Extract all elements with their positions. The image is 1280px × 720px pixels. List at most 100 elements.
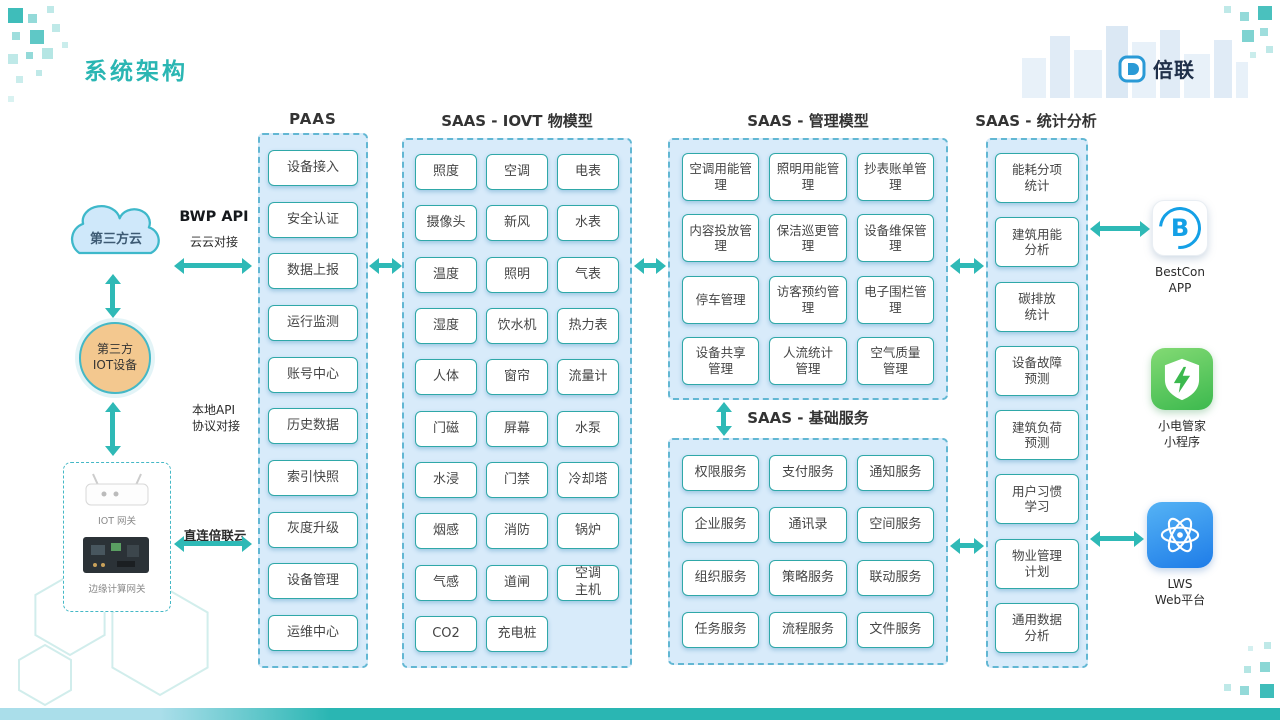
base-module-box: 联动服务 — [856, 559, 934, 596]
bestcon-app-icon: B — [1150, 198, 1210, 258]
lws-web-platform: LWS Web平台 — [1136, 502, 1224, 608]
mgmt-column-title: SAAS - 管理模型 — [747, 112, 869, 130]
paas-module-box: 索引快照 — [268, 459, 358, 496]
arrow-base-stats — [950, 537, 984, 554]
iovt-module-box: 流量计 — [557, 359, 619, 396]
mgmt-panel: 空调用能管 理照明用能管 理抄表账单管 理内容投放管 理保洁巡更管 理设备维保管… — [668, 138, 948, 400]
iovt-module-box: 水泵 — [557, 410, 619, 447]
iovt-module-box: 气感 — [415, 564, 477, 601]
base-module-box: 任务服务 — [682, 611, 760, 648]
arrow-cloud-paas — [174, 257, 252, 274]
iovt-module-box: 湿度 — [415, 307, 477, 344]
base-column-title: SAAS - 基础服务 — [747, 409, 869, 427]
stats-module-box: 物业管理 计划 — [995, 538, 1079, 589]
iovt-module-box: 水浸 — [415, 461, 477, 498]
stats-module-box: 设备故障 预测 — [995, 345, 1079, 396]
iovt-module-box: 照度 — [415, 154, 477, 190]
iovt-module-box: 充电桩 — [486, 615, 548, 652]
paas-column-title: PAAS — [289, 110, 337, 128]
iovt-module-box: 屏幕 — [486, 410, 548, 447]
base-module-box: 组织服务 — [682, 559, 760, 596]
iovt-module-box: 电表 — [557, 154, 619, 190]
iovt-panel: 照度空调电表摄像头新风水表温度照明气表湿度饮水机热力表人体窗帘流量计门磁屏幕水泵… — [402, 138, 632, 668]
direct-connect-label: 直连倍联云 — [183, 528, 247, 543]
iovt-module-box: 气表 — [557, 256, 619, 293]
third-party-iot-device: 第三方 IOT设备 — [79, 322, 151, 394]
stats-module-box: 通用数据 分析 — [995, 602, 1079, 653]
base-module-box: 空间服务 — [856, 507, 934, 544]
brand-logo: 倍联 — [1118, 54, 1195, 83]
iovt-module-box: 空调 主机 — [557, 564, 619, 601]
paas-module-box: 数据上报 — [268, 253, 358, 290]
mgmt-module-box: 设备共享 管理 — [682, 336, 760, 385]
paas-module-box: 安全认证 — [268, 201, 358, 238]
edge-gateway-label: 边缘计算网关 — [88, 584, 146, 595]
paas-module-box: 设备管理 — [268, 563, 358, 600]
iovt-module-box: 温度 — [415, 256, 477, 293]
page-title: 系统架构 — [84, 59, 188, 85]
cloud-label: 第三方云 — [89, 232, 142, 247]
iovt-module-box: 烟感 — [415, 513, 477, 550]
mgmt-module-box: 电子围栏管 理 — [856, 275, 934, 324]
arrow-paas-iovt — [369, 257, 402, 274]
local-api-label: 本地API 协议对接 — [192, 403, 241, 434]
iovt-module-box: CO2 — [415, 615, 477, 652]
arrow-mgmt-stats — [950, 257, 984, 274]
iovt-module-box: 窗帘 — [486, 359, 548, 396]
base-module-box: 企业服务 — [682, 507, 760, 544]
paas-module-box: 账号中心 — [268, 356, 358, 393]
arrow-stats-bestcon — [1090, 220, 1150, 237]
stats-module-box: 建筑用能 分析 — [995, 217, 1079, 268]
bestcon-letter: B — [1170, 214, 1190, 242]
iovt-module-box: 锅炉 — [557, 513, 619, 550]
brand-name: 倍联 — [1153, 58, 1195, 82]
iovt-column-title: SAAS - IOVT 物模型 — [441, 112, 593, 130]
iovt-module-box: 道闸 — [486, 564, 548, 601]
arrow-iovt-mgmt — [634, 257, 666, 274]
arrow-stats-lws — [1090, 530, 1144, 547]
xiaodian-mini-program: 小电管家 小程序 — [1140, 348, 1224, 450]
bottom-accent-bar — [0, 708, 1280, 720]
base-module-box: 通知服务 — [856, 455, 934, 491]
third-party-cloud: 第三方云 — [60, 200, 172, 264]
pixel-decor-bottom-right — [1224, 642, 1274, 698]
arrow-gateway-paas — [174, 535, 252, 552]
base-module-box: 支付服务 — [769, 455, 847, 491]
lws-atom-icon — [1147, 502, 1213, 568]
paas-module-box: 历史数据 — [268, 408, 358, 445]
mgmt-module-box: 保洁巡更管 理 — [769, 214, 847, 263]
xiaodian-shield-icon — [1151, 348, 1213, 410]
stats-module-box: 用户习惯 学习 — [995, 474, 1079, 525]
iovt-module-box: 门禁 — [486, 461, 548, 498]
mgmt-module-box: 空调用能管 理 — [682, 153, 760, 201]
iovt-module-box: 人体 — [415, 359, 477, 396]
gateway-box: IOT 网关 边缘计算网关 — [63, 462, 171, 612]
arrow-device-gateway — [104, 402, 121, 456]
iovt-module-box: 饮水机 — [486, 307, 548, 344]
iot-gateway-label: IOT 网关 — [97, 516, 137, 527]
beilian-logo-icon — [1118, 55, 1146, 83]
base-panel: 权限服务支付服务通知服务企业服务通讯录空间服务组织服务策略服务联动服务任务服务流… — [668, 438, 948, 665]
stats-module-box: 碳排放 统计 — [995, 281, 1079, 332]
stats-module-box: 建筑负荷 预测 — [995, 410, 1079, 461]
iovt-module-box: 照明 — [486, 256, 548, 293]
paas-panel: 设备接入安全认证数据上报运行监测账号中心历史数据索引快照灰度升级设备管理运维中心 — [258, 133, 368, 668]
pixel-decor-top-right — [1224, 6, 1273, 58]
mgmt-module-box: 设备维保管 理 — [856, 214, 934, 263]
mgmt-module-box: 抄表账单管 理 — [856, 153, 934, 201]
paas-module-box: 运维中心 — [268, 614, 358, 651]
base-module-box: 文件服务 — [856, 611, 934, 648]
mgmt-module-box: 停车管理 — [682, 275, 760, 324]
arrow-mgmt-base — [715, 402, 732, 436]
stats-column-title: SAAS - 统计分析 — [975, 112, 1097, 130]
paas-module-box: 设备接入 — [268, 150, 358, 186]
edge-gateway-image — [81, 533, 151, 581]
paas-module-box: 运行监测 — [268, 304, 358, 341]
base-module-box: 流程服务 — [769, 611, 847, 648]
arrow-cloud-device — [104, 274, 121, 318]
lws-app-label: LWS Web平台 — [1154, 577, 1206, 608]
base-module-box: 策略服务 — [769, 559, 847, 596]
paas-module-box: 灰度升级 — [268, 511, 358, 548]
bestcon-app-label: BestCon APP — [1155, 265, 1205, 296]
bwp-api-label: BWP API — [179, 209, 249, 225]
